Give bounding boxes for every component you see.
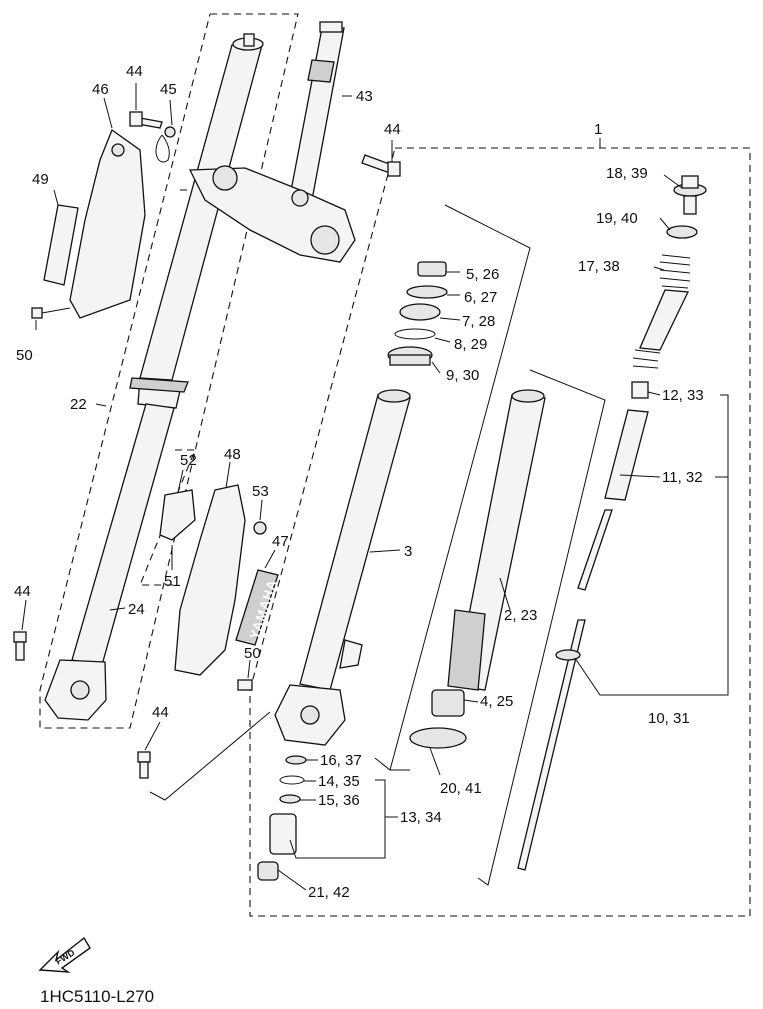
callout-9-30: 9, 30 <box>446 367 479 384</box>
under-bracket <box>188 165 356 263</box>
callout-52: 52 <box>180 452 197 469</box>
callout-48: 48 <box>224 446 241 463</box>
damper-rod-10 <box>517 509 613 871</box>
callout-3: 3 <box>404 543 412 560</box>
callout-45: 45 <box>160 81 177 98</box>
o-ring-16 <box>285 755 307 765</box>
rebound-spring-11 <box>604 409 649 501</box>
steering-stem <box>289 21 345 201</box>
fwd-arrow-icon: FWD <box>38 936 91 973</box>
fork-spring-17 <box>632 254 691 369</box>
callout-12-33: 12, 33 <box>662 387 704 404</box>
bolt-44-bottom-left <box>13 631 27 661</box>
callout-10-31: 10, 31 <box>648 710 690 727</box>
slide-metal-4 <box>431 689 465 717</box>
callout-1: 1 <box>594 121 602 138</box>
leader-lines <box>21 83 729 891</box>
cap-bolt-18 <box>673 175 707 215</box>
seal-guide-20 <box>409 727 467 749</box>
callout-7-28: 7, 28 <box>462 313 495 330</box>
group-outline-inner-tube <box>374 204 606 886</box>
callout-19-40: 19, 40 <box>596 210 638 227</box>
callout-6-27: 6, 27 <box>464 289 497 306</box>
callout-2-23: 2, 23 <box>504 607 537 624</box>
washer-14 <box>279 775 305 785</box>
outer-tube-left <box>71 33 264 666</box>
o-ring-15 <box>279 794 301 804</box>
callout-20-41: 20, 41 <box>440 780 482 797</box>
dust-seal-9 <box>387 346 433 366</box>
callout-47: 47 <box>272 533 289 550</box>
clip-45 <box>155 126 176 163</box>
callout-13-34: 13, 34 <box>400 809 442 826</box>
bolt-50-bottom <box>237 679 253 691</box>
callout-50-bottom: 50 <box>244 645 261 662</box>
oil-seal-5 <box>417 261 447 277</box>
bolt-44-bottom-mid <box>137 751 151 779</box>
bolt-50-top <box>31 307 71 319</box>
seal-7 <box>399 303 441 321</box>
callout-17-38: 17, 38 <box>578 258 620 275</box>
callout-22: 22 <box>70 396 87 413</box>
callout-18-39: 18, 39 <box>606 165 648 182</box>
callout-44-bottom-mid: 44 <box>152 704 169 721</box>
collar-12 <box>631 381 649 399</box>
callout-46: 46 <box>92 81 109 98</box>
callout-53: 53 <box>252 483 269 500</box>
seat-19 <box>666 225 698 239</box>
callout-43: 43 <box>356 88 373 105</box>
callout-5-26: 5, 26 <box>466 266 499 283</box>
callout-51: 51 <box>164 573 181 590</box>
bolt-21 <box>257 861 279 881</box>
callout-labels: 1 18, 39 19, 40 17, 38 5, 26 6, 27 7, 28… <box>14 63 704 901</box>
inner-tube-2 <box>447 389 546 691</box>
upper-fork-guard <box>69 128 146 319</box>
clip-8 <box>394 328 436 340</box>
callout-24: 24 <box>128 601 145 618</box>
callout-49: 49 <box>32 171 49 188</box>
decal-49 <box>43 204 79 286</box>
callout-11-32: 11, 32 <box>662 469 703 486</box>
diagram-code: 1HC5110-L270 <box>40 987 154 1006</box>
leader-44-bottom <box>149 711 271 801</box>
callout-44-top-left: 44 <box>126 63 143 80</box>
decal-47-yamaha: YAMAHA <box>235 569 280 646</box>
callout-14-35: 14, 35 <box>318 773 360 790</box>
base-valve-13 <box>269 813 297 855</box>
outer-tube-3 <box>274 389 411 746</box>
callout-21-42: 21, 42 <box>308 884 350 901</box>
callout-44-top-right: 44 <box>384 121 401 138</box>
axle-bracket-left <box>44 659 107 721</box>
group-outline-guard <box>139 449 196 586</box>
bolt-53 <box>253 521 267 535</box>
guard-bracket-52 <box>159 489 196 541</box>
washer-6 <box>406 285 448 299</box>
group-outline-right <box>249 147 751 917</box>
callout-15-36: 15, 36 <box>318 792 360 809</box>
callout-4-25: 4, 25 <box>480 693 513 710</box>
callout-44-bottom-left: 44 <box>14 583 31 600</box>
bolt-44-top-left <box>129 111 163 129</box>
callout-16-37: 16, 37 <box>320 752 362 769</box>
callout-50-top: 50 <box>16 347 33 364</box>
lower-fork-guard <box>174 484 246 676</box>
bolt-44-top-right <box>361 154 401 177</box>
callout-8-29: 8, 29 <box>454 336 487 353</box>
